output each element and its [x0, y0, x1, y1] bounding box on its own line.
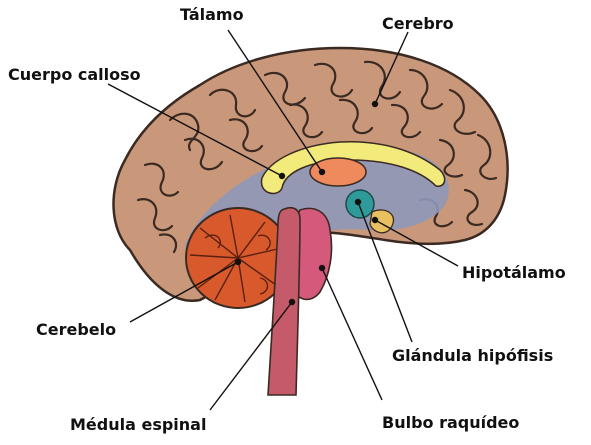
label-bulbo-raquideo: Bulbo raquídeo — [382, 413, 519, 432]
corpus-callosum — [260, 141, 446, 195]
label-talamo: Tálamo — [180, 5, 244, 24]
cerebellum-folds — [189, 214, 283, 303]
label-medula-espinal: Médula espinal — [70, 415, 206, 434]
label-cerebelo: Cerebelo — [36, 320, 116, 339]
label-hipotalamo: Hipotálamo — [462, 263, 566, 282]
label-glandula-hipofisis: Glándula hipófisis — [392, 346, 553, 365]
spinal-cord — [267, 206, 301, 396]
label-cuerpo-calloso: Cuerpo calloso — [8, 65, 141, 84]
leader-lines — [107, 29, 459, 411]
label-cerebro: Cerebro — [382, 14, 454, 33]
cerebrum-folds — [136, 60, 498, 254]
thalamus — [309, 157, 367, 187]
